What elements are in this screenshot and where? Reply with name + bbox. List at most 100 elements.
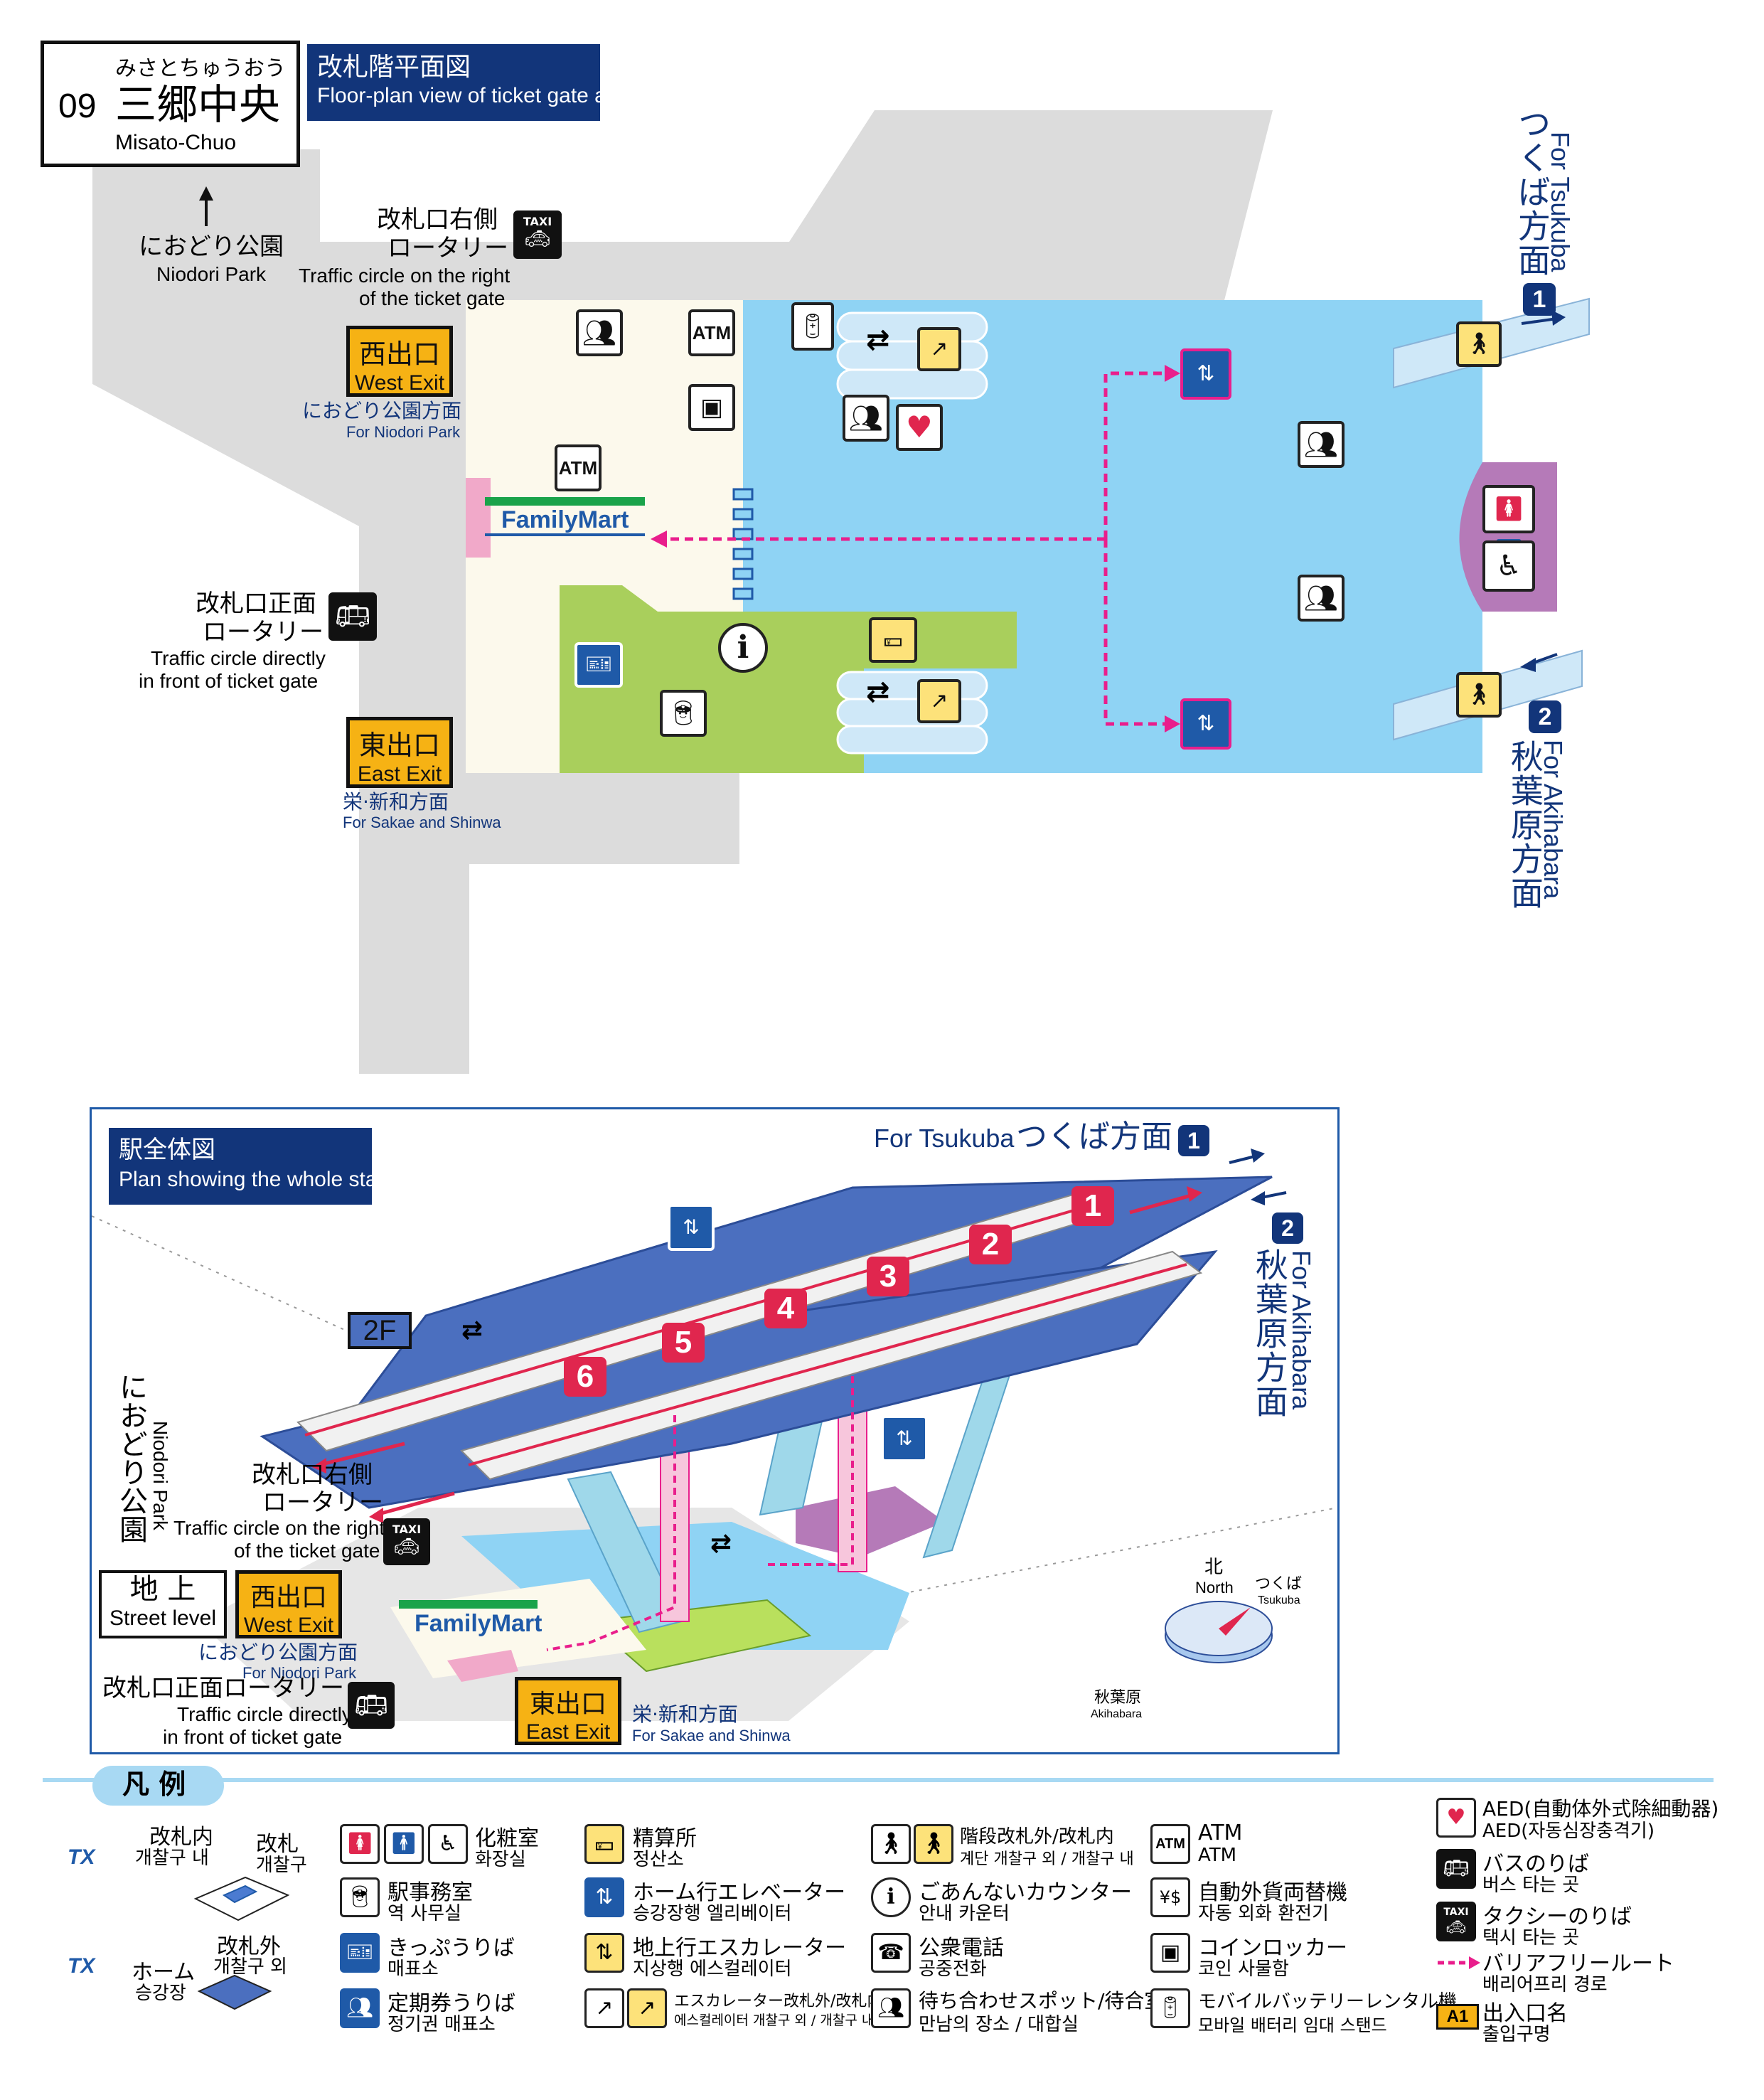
- barrier-arrow-up: [1165, 365, 1180, 382]
- platform-number-5: 5: [662, 1323, 705, 1363]
- legend-info-ko: 안내 카운터: [919, 1903, 1010, 1924]
- legend-fare-icon: 💴︎: [584, 1824, 624, 1864]
- legend-stairs-ko: 계단 개찰구 외 / 개찰구 내: [960, 1850, 1134, 1868]
- whole-taxi-ja2: ロータリー: [262, 1488, 383, 1517]
- platform-number-1: 1: [1071, 1186, 1114, 1226]
- info-counter-icon: i: [718, 623, 768, 673]
- escalator-icon-bottom: ↗: [917, 679, 961, 723]
- whole-akihabara-num: 2: [1272, 1212, 1303, 1244]
- station-name-en: Misato-Chuo: [115, 131, 237, 154]
- escalator-arrows-top: ⇄: [866, 324, 890, 356]
- legend-battery-ja: モバイルバッテリーレンタル機: [1198, 1991, 1458, 2013]
- whole-bus-en1: Traffic circle directly: [177, 1703, 352, 1725]
- whole-banner: 駅全体図 Plan showing the whole station: [109, 1128, 412, 1205]
- east-exit-sign: 東出口 East Exit: [346, 717, 453, 788]
- taxi-rotary-ja1: 改札口右側: [377, 206, 498, 234]
- legend-exitname-ja: 出入口名: [1482, 2001, 1568, 2026]
- familymart-bar-green: [485, 497, 645, 506]
- legend-escalator-up-icon: ⇅: [584, 1933, 624, 1973]
- legend-gate-diagram: [193, 1876, 290, 1922]
- west-exit-dir-en: For Niodori Park: [346, 423, 461, 441]
- whole-familymart-bar: [399, 1600, 538, 1609]
- platform-number-3: 3: [867, 1257, 909, 1296]
- stairs-icon-akihabara: 🚶︎: [1456, 672, 1502, 718]
- legend-aed-ko: AED(자동심장충격기): [1482, 1821, 1655, 1842]
- aed-icon: ♥: [896, 404, 943, 451]
- legend-battery-icon: 🔋︎: [1150, 1988, 1190, 2028]
- whole-west-dir-en: For Niodori Park: [242, 1664, 357, 1682]
- legend-barrier-ja: バリアフリールート: [1482, 1951, 1674, 1976]
- legend-phone-icon: ☎: [871, 1933, 911, 1973]
- whole-bus-en2: in front of ticket gate: [163, 1726, 343, 1748]
- whole-taxi-en1: Traffic circle on the right: [173, 1517, 385, 1539]
- elevator-icon-top: ⇅: [1180, 348, 1231, 400]
- legend-gate-ja: 改札: [256, 1832, 299, 1857]
- legend-phone-ko: 공중전화: [919, 1958, 987, 1980]
- legend-escalator-out-icon: ↗: [584, 1988, 624, 2028]
- accessible-toilet-icon: ♿: [1482, 540, 1535, 592]
- legend-escalator-ko: 에스컬레이터 개찰구 외 / 개찰구 내: [674, 2013, 875, 2028]
- legend-pass-icon: 👥︎: [340, 1988, 380, 2028]
- top-tsukuba-ja: つくば方面: [1512, 107, 1551, 277]
- familymart-bar-blue: [485, 533, 645, 536]
- bus-rotary-en2: in front of ticket gate: [139, 670, 319, 692]
- platform-number-4: 4: [764, 1289, 807, 1328]
- top-tsukuba-num: 1: [1523, 283, 1556, 316]
- legend-exchange-ja: 自動外貨両替機: [1198, 1880, 1347, 1905]
- whole-barrier-route: [546, 1376, 854, 1651]
- whole-west-dir-ja: におどり公園方面: [198, 1641, 358, 1664]
- compass-needle: [1219, 1607, 1251, 1636]
- ticket-gates: [732, 488, 754, 600]
- platform-number-2: 2: [969, 1225, 1012, 1264]
- escalator-icon-top: ↗: [917, 327, 961, 371]
- taxi-icon: TAXI🚕︎: [513, 210, 562, 259]
- coin-locker-icon: ▣: [688, 384, 735, 431]
- compass-akiha-ja: 秋葉原: [1094, 1689, 1142, 1707]
- track-arrow-left-2: [375, 1491, 455, 1517]
- floor-2f-badge: 2F: [348, 1312, 412, 1349]
- legend-exitname-ko: 출입구명: [1482, 2024, 1551, 2045]
- legend-accessible-icon: ♿: [428, 1824, 468, 1864]
- top-akihabara-en: For Akihabara: [1539, 740, 1568, 900]
- station-name-box: みさとちゅうおう 09 三郷中央 Misato-Chuo: [41, 41, 300, 167]
- legend-office-ja: 駅事務室: [387, 1880, 473, 1905]
- legend-info-icon: i: [871, 1877, 911, 1917]
- legend-men-icon: 🚹︎: [384, 1824, 424, 1864]
- legend-exchange-ko: 자동 외화 환전기: [1198, 1903, 1329, 1924]
- legend-home-ja: ホーム: [132, 1960, 196, 1985]
- barrier-arrow-left: [651, 531, 667, 548]
- legend-tx-1: TX: [68, 1845, 95, 1869]
- whole-taxi-ja1: 改札口右側: [252, 1461, 373, 1489]
- legend-exit-sample: A1: [1436, 2004, 1479, 2030]
- track-arrow-left-1: [319, 1441, 405, 1467]
- west-exit-dir-ja: におどり公園方面: [302, 399, 462, 422]
- floorplan-banner-en: Floor-plan view of ticket gate area: [317, 84, 638, 107]
- legend-aed-ja: AED(自動体外式除細動器): [1482, 1797, 1719, 1821]
- legend-divider: [43, 1778, 1714, 1782]
- legend-taxi-icon: TAXI🚕︎: [1436, 1902, 1476, 1941]
- whole-niodori-en: Niodori Park: [149, 1421, 171, 1531]
- compass-akiha-en: Akihabara: [1091, 1708, 1143, 1720]
- whole-escalator-arrow-2: ⇄: [710, 1529, 732, 1558]
- legend-meeting-ja: 待ち合わせスポット/待合室: [919, 1989, 1165, 2013]
- legend-office-ko: 역 사무실: [387, 1903, 461, 1924]
- ground-pink-block: [447, 1650, 518, 1682]
- escalator-graphic-bottom: [836, 671, 988, 755]
- legend-tx-2: TX: [68, 1954, 95, 1978]
- escalator-arrows-bottom: ⇄: [866, 676, 890, 708]
- legend-meeting-ko: 만남의 장소 / 대합실: [919, 2014, 1079, 2035]
- legend-ticket-icon: 🎫︎: [340, 1933, 380, 1973]
- legend-platform-diagram: [197, 1974, 272, 2010]
- whole-west-exit-sign: 西出口 West Exit: [235, 1570, 342, 1638]
- legend-office-icon: 👮︎: [340, 1877, 380, 1917]
- waiting-room-icon-1: 👥︎: [843, 395, 889, 442]
- compass-north-ja: 北: [1204, 1557, 1224, 1578]
- legend-locker-ko: 코인 사물함: [1198, 1958, 1289, 1980]
- whole-elevator-icon-1: ⇅: [668, 1204, 715, 1251]
- battery-rental-icon: 🔋︎: [791, 302, 834, 351]
- legend-atm-ko: ATM: [1198, 1845, 1237, 1866]
- legend-bus-ja: バスのりば: [1482, 1852, 1589, 1877]
- legend-elevator-ko: 승강장행 엘리베이터: [633, 1903, 792, 1924]
- taxi-rotary-ja2: ロータリー: [387, 234, 508, 262]
- niodori-park-en: Niodori Park: [156, 263, 267, 285]
